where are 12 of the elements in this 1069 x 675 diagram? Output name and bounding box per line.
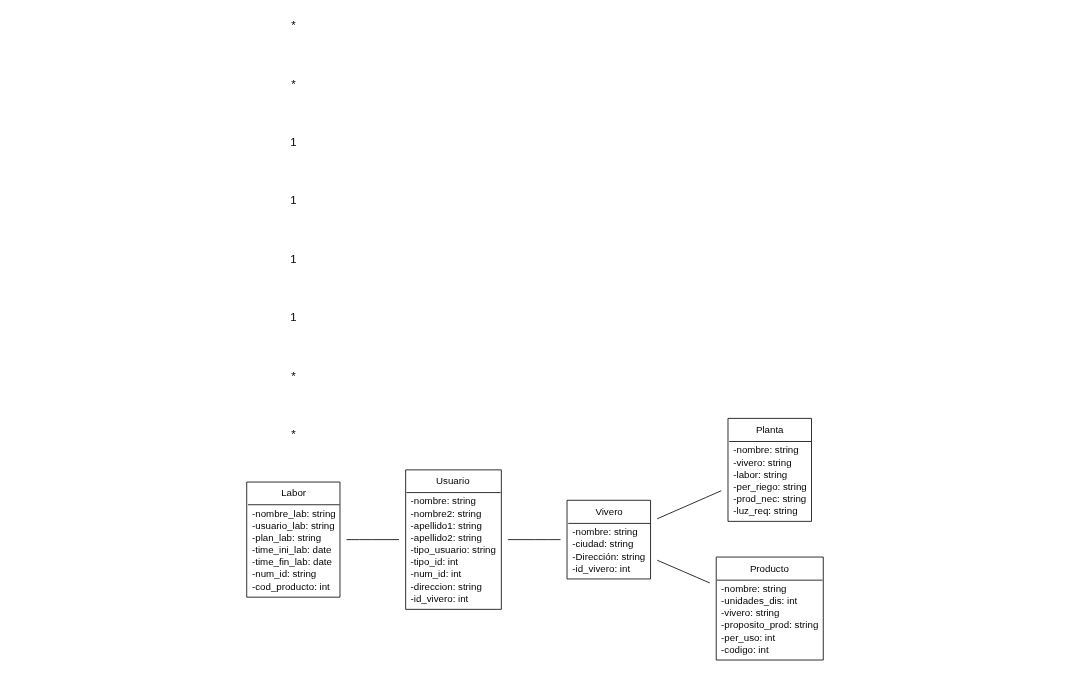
label: 1 (289, 194, 297, 207)
connector (656, 559, 710, 584)
label: 1 (289, 311, 297, 324)
label: * (290, 369, 296, 382)
label: * (290, 428, 296, 441)
connector (345, 539, 399, 540)
label: * (290, 77, 296, 90)
connector (506, 539, 561, 540)
label: 1 (289, 136, 297, 149)
connector (656, 490, 722, 520)
label: 1 (289, 252, 297, 265)
label: * (290, 19, 296, 32)
